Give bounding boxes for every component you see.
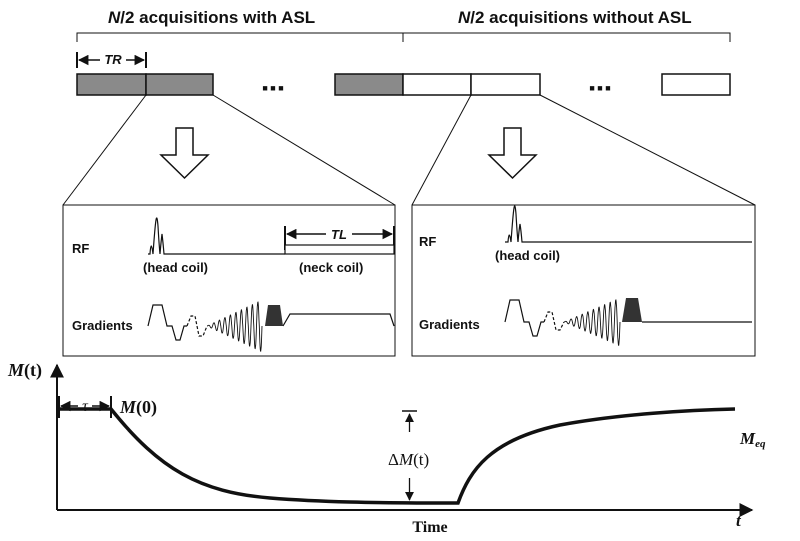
magnetization-curve: [59, 407, 736, 505]
m0-label: M(0): [119, 397, 157, 418]
rf-pulse: [148, 217, 285, 255]
asl-block-2: [145, 73, 214, 96]
rf-pulse-right: [505, 205, 752, 243]
sequence-detail-with-asl: RF Gradients (head coil) TL (neck coil): [62, 204, 396, 357]
bracket-right: [402, 32, 731, 42]
sequence-detail-without-asl: RF Gradients (head coil): [411, 204, 756, 357]
gradients-label-right: Gradients: [419, 317, 480, 332]
head-coil-label-right: (head coil): [495, 248, 560, 263]
control-block-2: [470, 73, 541, 96]
magnetization-plot: M(t) τ M(0) ΔM(t) Meq Time t: [7, 360, 766, 536]
gradient-waveform-right: [504, 299, 544, 337]
x-axis-label: Time: [412, 519, 447, 536]
t-axis-label: t: [736, 511, 742, 530]
asl-block-3: [334, 73, 404, 96]
neck-coil-label: (neck coil): [299, 260, 363, 275]
tr-marker: TR: [76, 51, 147, 68]
rf-label-right: RF: [419, 234, 436, 249]
tl-label: TL: [331, 227, 347, 242]
zoom-arrow-left: [159, 127, 210, 180]
tau-label: τ: [82, 398, 89, 415]
delta-m-label: ΔM(t): [388, 450, 429, 469]
gradient-waveform: [147, 304, 187, 341]
rf-label: RF: [72, 241, 89, 256]
zoom-arrow-right: [487, 127, 538, 180]
acquisition-timeline: ■ ■ ■ ■ ■ ■: [76, 73, 731, 96]
meq-label: Meq: [739, 429, 766, 450]
header-with-asl: N/2 acquisitions with ASL: [108, 8, 315, 27]
header-without-asl: N/2 acquisitions without ASL: [458, 8, 692, 27]
y-axis-label: M(t): [7, 360, 42, 381]
gradients-label: Gradients: [72, 318, 133, 333]
asl-block-1: [76, 73, 147, 96]
crusher-gradient: [265, 305, 283, 326]
labeling-pulse-block: [284, 244, 395, 255]
crusher-gradient-right: [622, 298, 642, 322]
control-block-1: [402, 73, 472, 96]
ellipsis-right: ■ ■ ■: [589, 83, 610, 93]
control-block-3: [661, 73, 731, 96]
ellipsis-left: ■ ■ ■: [262, 83, 283, 93]
head-coil-label: (head coil): [143, 260, 208, 275]
tr-label: TR: [104, 52, 122, 67]
labeling-gradient: [282, 313, 395, 327]
spiral-readout-right: [563, 299, 621, 346]
zoom-lines: [62, 94, 756, 206]
spiral-readout: [206, 301, 263, 352]
bracket-left: [76, 32, 403, 42]
